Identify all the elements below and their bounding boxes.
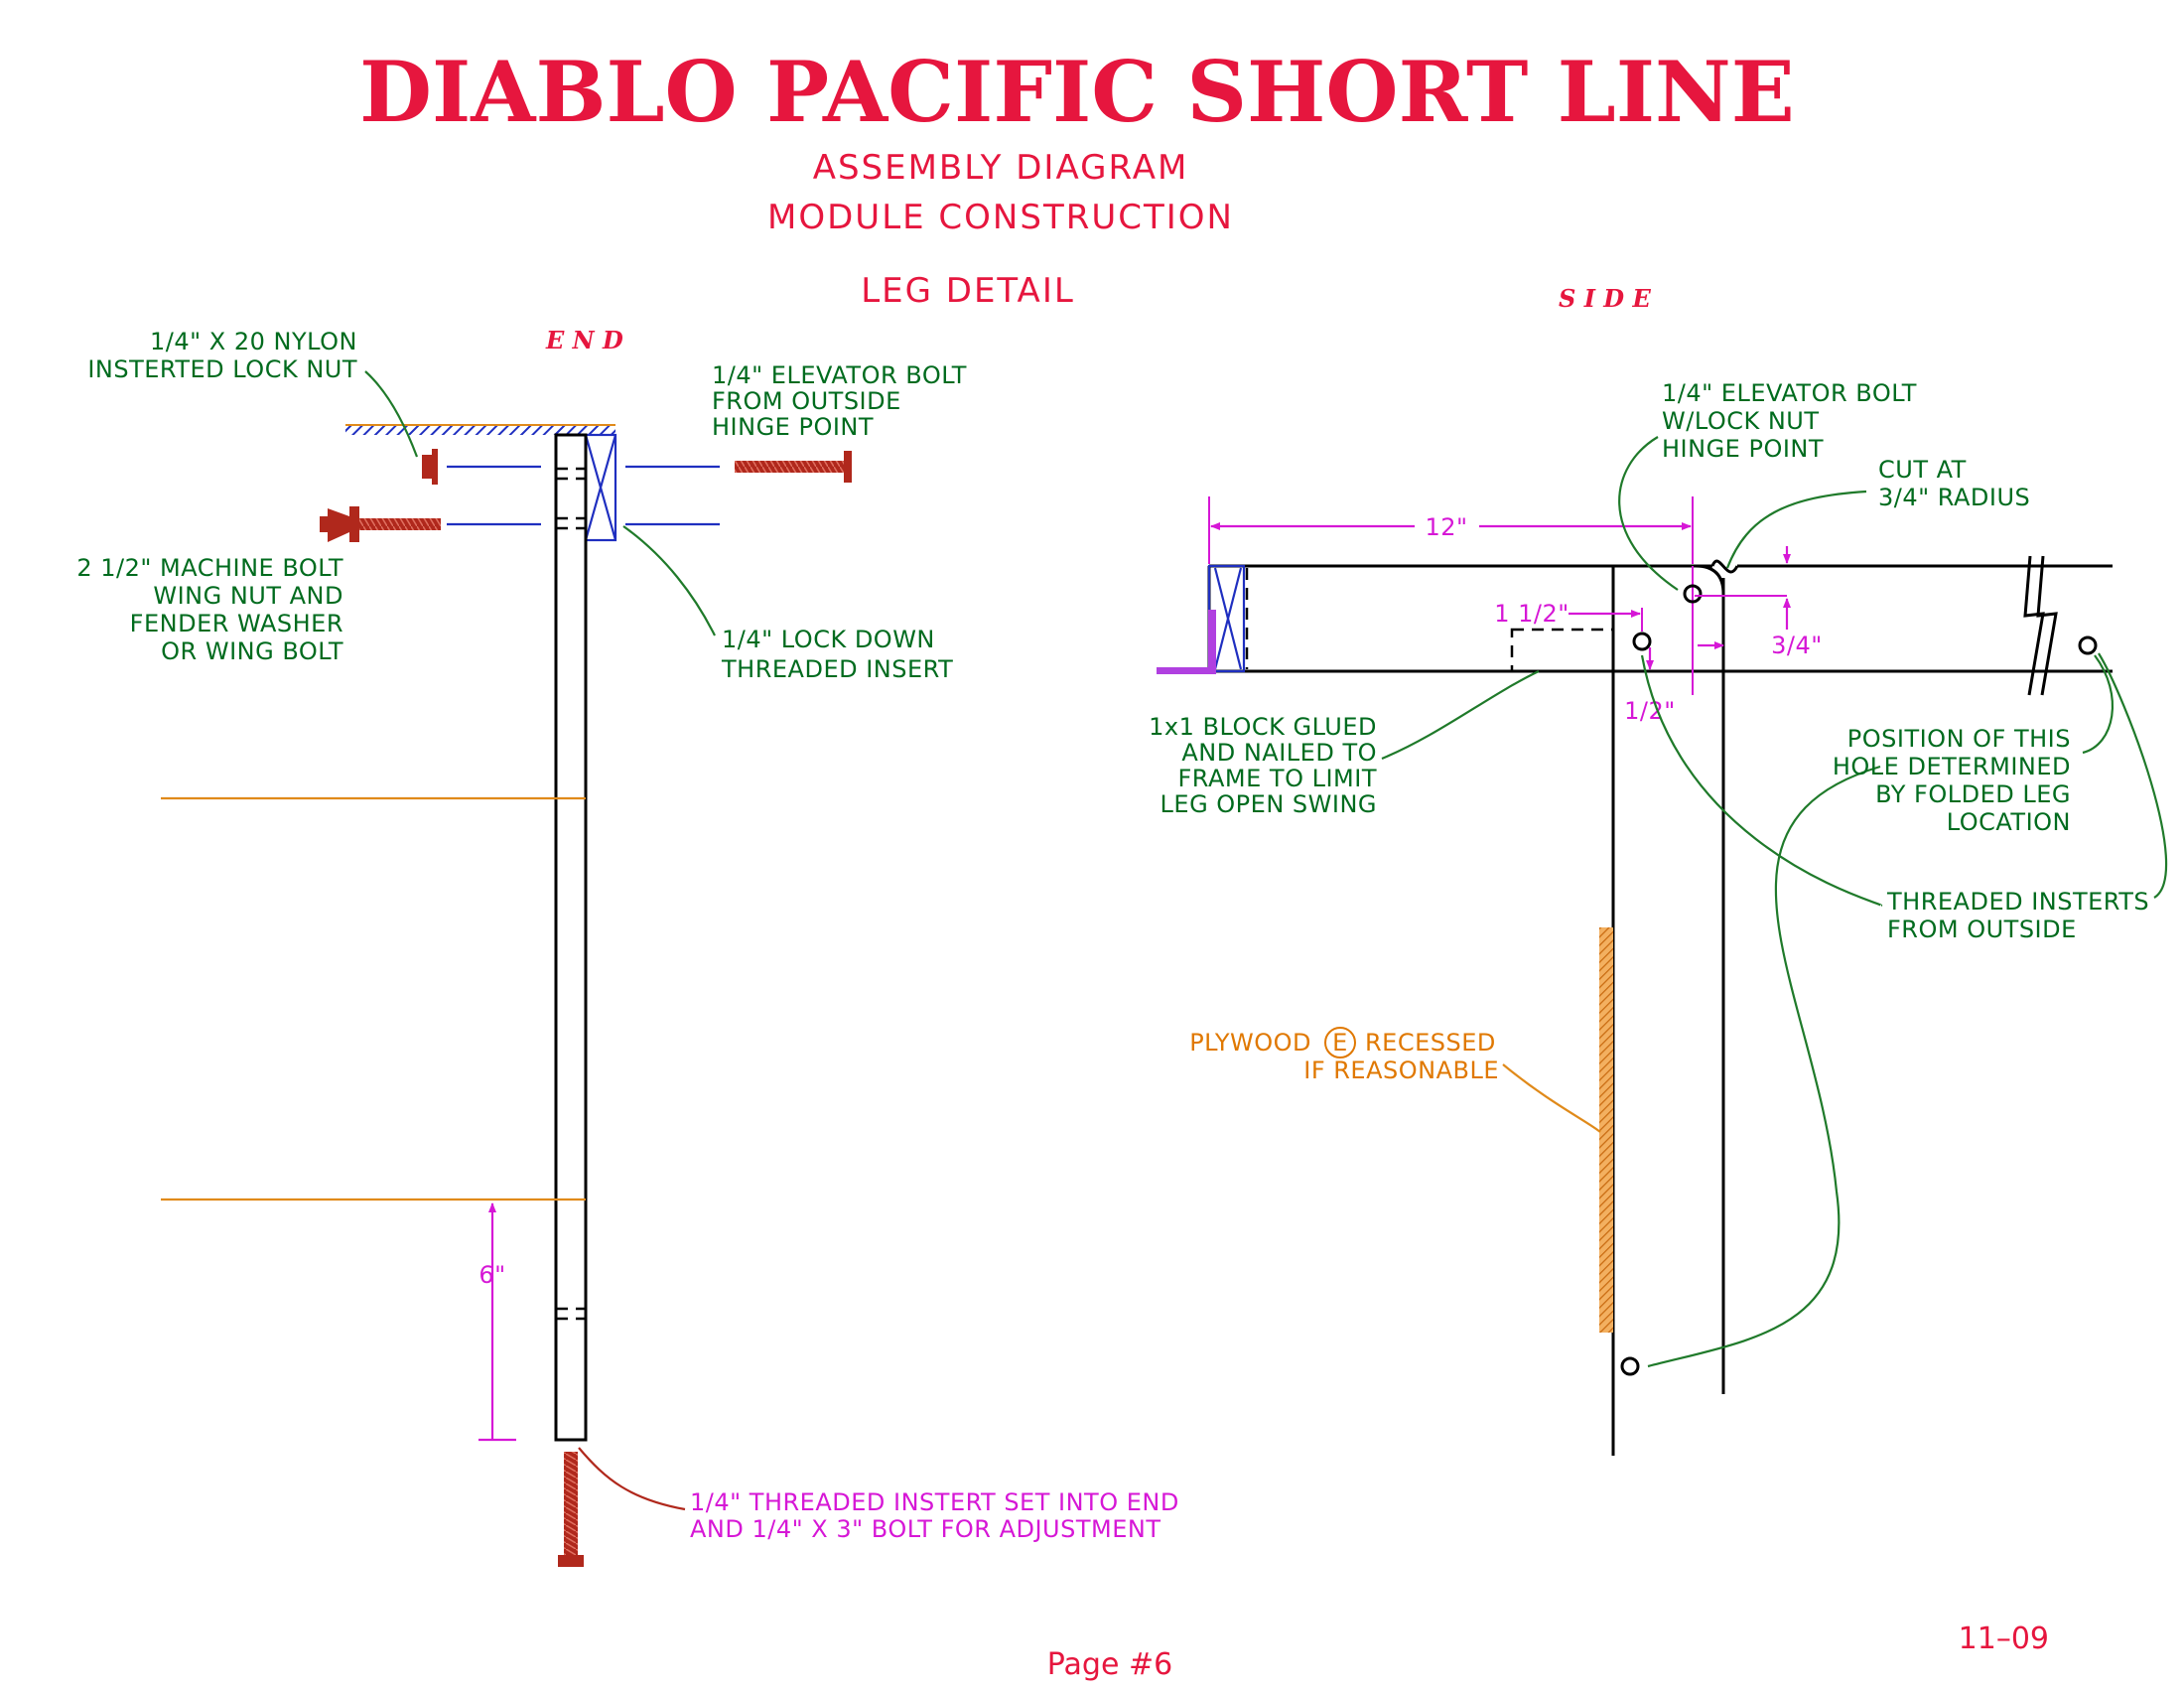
- machine-bolt-note-3: FENDER WASHER: [130, 610, 343, 637]
- plywood-note-2: IF REASONABLE: [1303, 1057, 1499, 1084]
- block-note-4: LEG OPEN SWING: [1160, 790, 1377, 818]
- page-number: Page #6: [1047, 1647, 1172, 1682]
- side-bracket-vert: [1208, 610, 1216, 671]
- lock-down-leader: [622, 525, 716, 636]
- block-leader: [1381, 670, 1540, 761]
- side-rail-break-2: [2036, 555, 2058, 696]
- cut-note-1: CUT AT: [1878, 456, 1967, 484]
- lock-nut-note-2: INSTERTED LOCK NUT: [87, 355, 357, 383]
- end-frame-block-x2: [584, 434, 617, 541]
- page-title: DIABLO PACIFIC SHORT LINE: [359, 43, 1795, 141]
- plywood-panel: [1599, 927, 1613, 1333]
- side-elev-bolt-note-2: W/LOCK NUT: [1662, 407, 1820, 435]
- plywood-note-a: PLYWOOD: [1189, 1029, 1311, 1057]
- subtitle-leg-detail: LEG DETAIL: [861, 271, 1075, 311]
- side-rail-break-top: [1710, 559, 1739, 574]
- elevator-bolt-note-1: 1/4" ELEVATOR BOLT: [712, 361, 967, 389]
- side-view-label: S I D E: [1559, 284, 1651, 313]
- inserts-leader-left: [1640, 654, 1883, 908]
- dim-12-label: 12": [1425, 513, 1467, 541]
- side-bracket-horiz: [1157, 667, 1216, 674]
- position-leader: [2082, 654, 2115, 755]
- plywood-leader: [1502, 1063, 1601, 1133]
- elevator-bolt-note-3: HINGE POINT: [712, 413, 874, 441]
- inserts-leader-right: [2098, 652, 2168, 899]
- lock-down-note-1: 1/4" LOCK DOWN: [722, 626, 935, 653]
- side-end-block-x2: [1213, 567, 1243, 670]
- folded-hole-leader: [1647, 765, 1881, 1368]
- subtitle-assembly: ASSEMBLY DIAGRAM: [813, 148, 1189, 188]
- side-leg-radius: [1695, 564, 1725, 595]
- inserts-note-1: THREADED INSTERTS: [1886, 888, 2149, 916]
- machine-bolt-note-2: WING NUT AND: [153, 582, 343, 610]
- position-note-1: POSITION OF THIS: [1847, 725, 2071, 753]
- side-rail-break-1: [2023, 555, 2045, 696]
- position-note-2: HOLE DETERMINED: [1833, 753, 2071, 780]
- cut-radius-leader: [1725, 490, 1867, 569]
- end-leg: [554, 433, 588, 1442]
- lock-down-note-2: THREADED INSERT: [721, 655, 953, 683]
- side-elev-bolt-note-1: 1/4" ELEVATOR BOLT: [1662, 379, 1917, 407]
- end-view-label: E N D: [545, 326, 623, 354]
- position-note-3: BY FOLDED LEG: [1875, 780, 2071, 808]
- inserts-note-2: FROM OUTSIDE: [1887, 916, 2077, 943]
- insert-hole-icon: [1632, 632, 1652, 651]
- machine-bolt-note-1: 2 1/2" MACHINE BOLT: [76, 554, 343, 582]
- adjustment-bolt-icon: [558, 1452, 584, 1567]
- position-note-4: LOCATION: [1947, 808, 2071, 836]
- side-stop-block: [1510, 628, 1615, 673]
- adjust-note-1: 1/4" THREADED INSTERT SET INTO END: [690, 1488, 1179, 1516]
- block-note-1: 1x1 BLOCK GLUED: [1149, 713, 1377, 741]
- hinge-hole-icon: [1683, 584, 1703, 604]
- far-hole-icon: [2078, 635, 2098, 655]
- side-elev-bolt-leader: [1618, 436, 1679, 591]
- cut-note-2: 3/4" RADIUS: [1878, 484, 2030, 511]
- adjust-note-2: AND 1/4" X 3" BOLT FOR ADJUSTMENT: [690, 1515, 1161, 1543]
- plywood-note-b: RECESSED: [1365, 1029, 1496, 1057]
- plywood-mark-circle: [1324, 1027, 1356, 1058]
- elevator-bolt-note-2: FROM OUTSIDE: [712, 387, 901, 415]
- plywood-mark: E: [1332, 1029, 1348, 1057]
- block-note-3: FRAME TO LIMIT: [1178, 765, 1378, 792]
- lock-nut-leader: [364, 370, 419, 458]
- machine-bolt-note-4: OR WING BOLT: [161, 637, 343, 665]
- folded-hole-icon: [1620, 1356, 1640, 1376]
- elevator-bolt-icon: [735, 451, 852, 483]
- dim-6-label: 6": [478, 1261, 505, 1289]
- dim-1-5-label: 1 1/2": [1494, 600, 1570, 628]
- end-frame-rail: [345, 425, 615, 435]
- dim-0-5-label: 1/2": [1624, 697, 1676, 725]
- block-note-2: AND NAILED TO: [1181, 739, 1377, 767]
- wing-nut-bolt-icon: [320, 506, 441, 542]
- adjust-leader: [578, 1447, 686, 1511]
- subtitle-module: MODULE CONSTRUCTION: [767, 198, 1234, 237]
- lock-nut-icon: [422, 449, 438, 485]
- revision-date: 11–09: [1959, 1622, 2049, 1656]
- dim-0-75-label: 3/4": [1771, 632, 1823, 659]
- lock-nut-note-1: 1/4" X 20 NYLON: [150, 328, 357, 355]
- side-elev-bolt-note-3: HINGE POINT: [1662, 435, 1824, 463]
